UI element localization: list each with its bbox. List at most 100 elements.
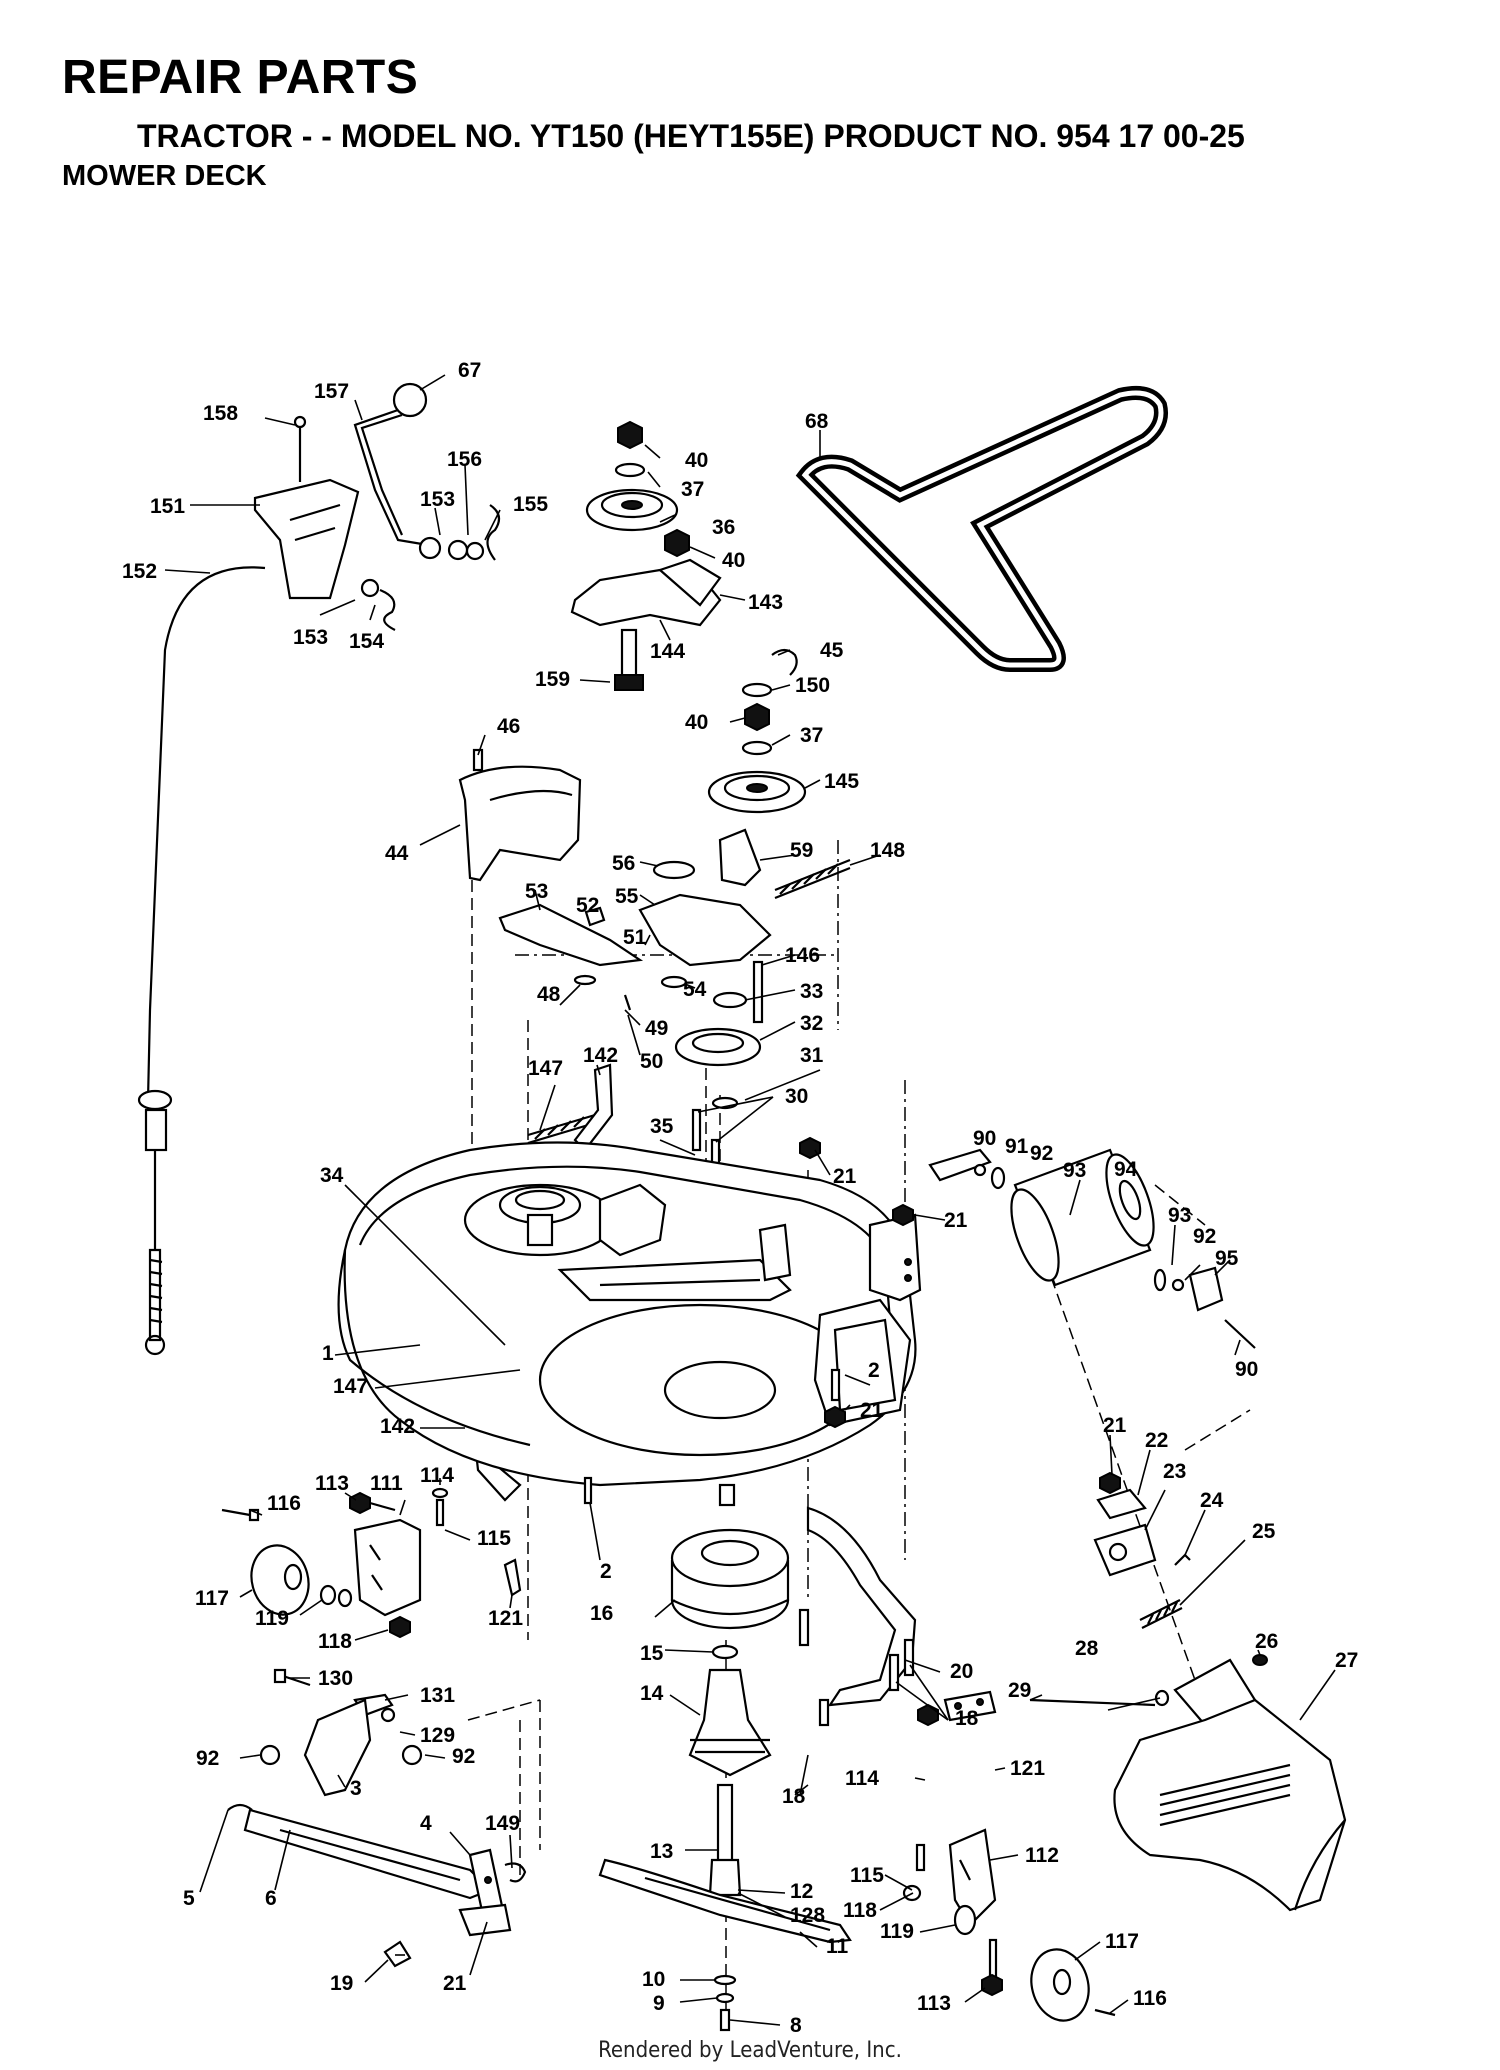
deck-lift-linkage — [227, 1668, 527, 1968]
callout-92-upper: 92 — [1030, 1142, 1053, 1165]
callout-142-lower: 142 — [380, 1415, 415, 1438]
callout-25: 25 — [1252, 1520, 1276, 1543]
discharge-guard-assembly — [1029, 1471, 1347, 1912]
leader-lines — [164, 374, 1336, 2026]
callout-95: 95 — [1215, 1247, 1239, 1270]
callout-119-lower: 119 — [880, 1920, 914, 1943]
callout-155: 155 — [513, 493, 548, 516]
callout-40-mid: 40 — [722, 549, 745, 572]
callout-5: 5 — [183, 1887, 195, 1910]
callout-21-d: 21 — [1103, 1414, 1127, 1437]
callout-55: 55 — [615, 885, 639, 908]
callout-67: 67 — [458, 359, 481, 382]
callout-117-upper: 117 — [195, 1587, 229, 1610]
callout-16: 16 — [590, 1602, 613, 1625]
callout-93-lower: 93 — [1168, 1204, 1191, 1227]
callout-21-a: 21 — [833, 1165, 857, 1188]
callout-114-upper: 114 — [420, 1464, 454, 1487]
callout-8: 8 — [790, 2014, 802, 2037]
callout-158: 158 — [203, 402, 238, 425]
callout-114-lower: 114 — [845, 1767, 879, 1790]
callout-4: 4 — [420, 1812, 432, 1835]
callout-52: 52 — [576, 894, 599, 917]
callout-131: 131 — [420, 1684, 455, 1707]
callout-21-c: 21 — [860, 1399, 884, 1422]
callout-21-e: 21 — [443, 1972, 467, 1995]
callout-93-upper: 93 — [1063, 1159, 1086, 1182]
callout-118-lower: 118 — [843, 1899, 877, 1922]
spindle-and-blade-assembly — [598, 1528, 852, 2032]
callout-159: 159 — [535, 668, 570, 691]
callout-129: 129 — [420, 1724, 455, 1747]
callout-23: 23 — [1163, 1460, 1186, 1483]
callout-18-right: 18 — [955, 1707, 979, 1730]
callout-90-upper: 90 — [973, 1127, 996, 1150]
callout-157: 157 — [314, 380, 349, 403]
callout-20: 20 — [950, 1660, 973, 1683]
page-subtitle: TRACTOR - - MODEL NO. YT150 (HEYT155E) P… — [137, 118, 1245, 154]
callout-145: 145 — [824, 770, 859, 793]
callout-33: 33 — [800, 980, 823, 1003]
callout-30: 30 — [785, 1085, 808, 1108]
deflector-bracket — [798, 1506, 917, 1727]
callout-113-upper: 113 — [315, 1472, 349, 1495]
callout-2-deck: 2 — [868, 1359, 880, 1382]
callout-117-lower: 117 — [1105, 1930, 1139, 1953]
callout-68: 68 — [805, 410, 829, 433]
callout-143: 143 — [748, 591, 783, 614]
callout-151: 151 — [150, 495, 185, 518]
right-gauge-wheel-assembly — [902, 1690, 1116, 2022]
callout-19: 19 — [330, 1972, 353, 1995]
callout-118-upper: 118 — [318, 1630, 352, 1653]
callout-92-left: 92 — [196, 1747, 219, 1770]
page-title: REPAIR PARTS — [62, 51, 419, 104]
height-adjust-lever-assembly — [137, 382, 501, 1356]
section-title: MOWER DECK — [62, 160, 267, 192]
anti-scalp-roller-assembly — [928, 1148, 1256, 1349]
callout-13: 13 — [650, 1840, 673, 1863]
callout-45: 45 — [820, 639, 844, 662]
callout-11: 11 — [826, 1935, 849, 1958]
callout-31: 31 — [800, 1044, 824, 1067]
callout-labels: 67 157 158 151 156 153 155 152 153 154 4… — [122, 359, 1358, 2037]
callout-29: 29 — [1008, 1679, 1031, 1702]
idler-pulley-assembly — [570, 420, 722, 691]
callout-36: 36 — [712, 516, 735, 539]
callout-21-b: 21 — [944, 1209, 968, 1232]
callout-92-right: 92 — [452, 1745, 475, 1768]
callout-156: 156 — [447, 448, 482, 471]
callout-24: 24 — [1200, 1489, 1224, 1512]
callout-146: 146 — [785, 944, 820, 967]
callout-18-left: 18 — [782, 1785, 806, 1808]
belt-guard — [458, 748, 582, 882]
callout-2-lower: 2 — [600, 1560, 612, 1583]
callout-35: 35 — [650, 1115, 674, 1138]
callout-116-lower: 116 — [1133, 1987, 1167, 2010]
callout-150: 150 — [795, 674, 830, 697]
callout-112: 112 — [1025, 1844, 1059, 1867]
callout-154: 154 — [349, 630, 384, 653]
callout-37-lower: 37 — [800, 724, 823, 747]
drive-belt — [795, 386, 1168, 672]
callout-149: 149 — [485, 1812, 520, 1835]
callout-152: 152 — [122, 560, 157, 583]
callout-153-upper: 153 — [420, 488, 455, 511]
callout-59: 59 — [790, 839, 813, 862]
callout-37-top: 37 — [681, 478, 704, 501]
callout-147-lower: 147 — [333, 1375, 368, 1398]
callout-22: 22 — [1145, 1429, 1168, 1452]
callout-121-upper: 121 — [488, 1607, 523, 1630]
callout-26: 26 — [1255, 1630, 1278, 1653]
callout-28: 28 — [1075, 1637, 1099, 1660]
callout-144: 144 — [650, 640, 685, 663]
callout-147-upper: 147 — [528, 1057, 563, 1080]
callout-40-top: 40 — [685, 449, 708, 472]
render-credit: Rendered by LeadVenture, Inc. — [598, 2038, 902, 2063]
callout-116-upper: 116 — [267, 1492, 301, 1515]
callout-113-lower: 113 — [917, 1992, 951, 2015]
callout-121-lower: 121 — [1010, 1757, 1045, 1780]
callout-153-lower: 153 — [293, 626, 328, 649]
callout-15: 15 — [640, 1642, 664, 1665]
callout-40-lower: 40 — [685, 711, 708, 734]
